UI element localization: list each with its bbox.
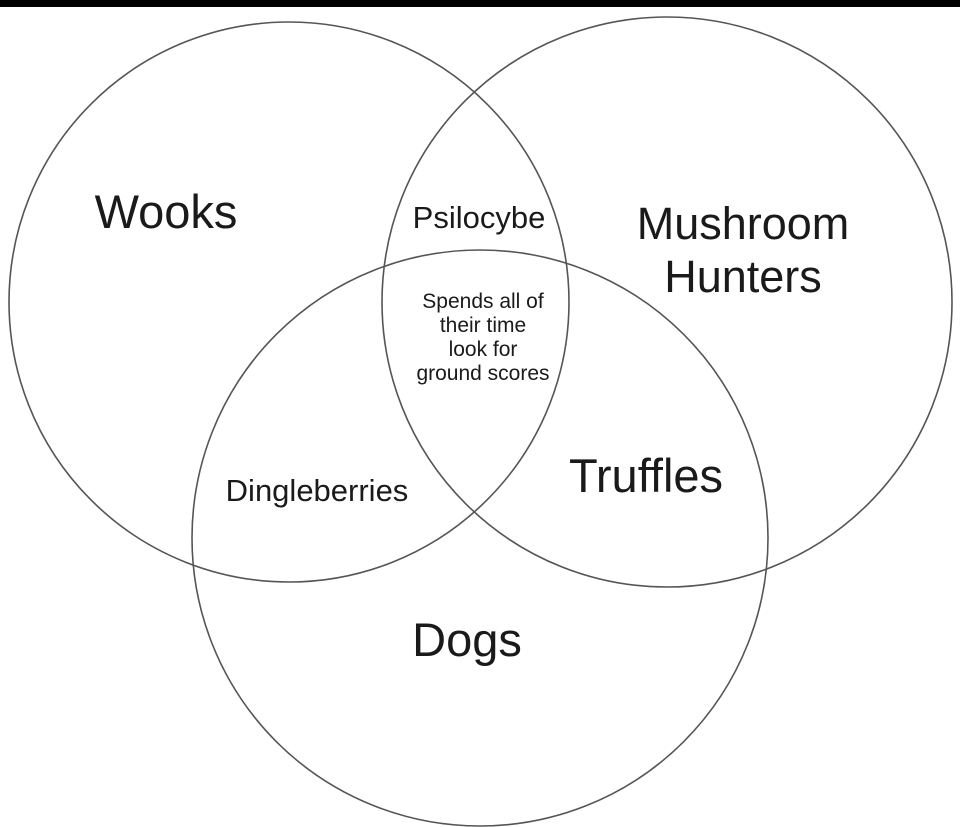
set-label-dogs: Dogs — [412, 613, 522, 666]
set-label-wooks: Wooks — [95, 185, 238, 238]
circle-mushroom-hunters — [381, 16, 953, 588]
set-label-mushroom-hunters-line-1: Mushroom — [637, 198, 850, 249]
intersection-label-psilocybe: Psilocybe — [413, 200, 546, 235]
circle-wooks — [8, 21, 570, 583]
center-label-line-2: their time — [440, 314, 526, 337]
set-label-mushroom-hunters-line-2: Hunters — [664, 251, 822, 302]
top-border-bar — [0, 0, 960, 7]
intersection-label-dingleberries: Dingleberries — [226, 473, 409, 508]
center-label-line-1: Spends all of — [422, 290, 544, 313]
center-label-line-3: look for — [449, 338, 518, 361]
center-label-line-4: ground scores — [416, 362, 549, 385]
circle-dogs — [191, 249, 769, 827]
intersection-label-truffles: Truffles — [569, 449, 723, 502]
